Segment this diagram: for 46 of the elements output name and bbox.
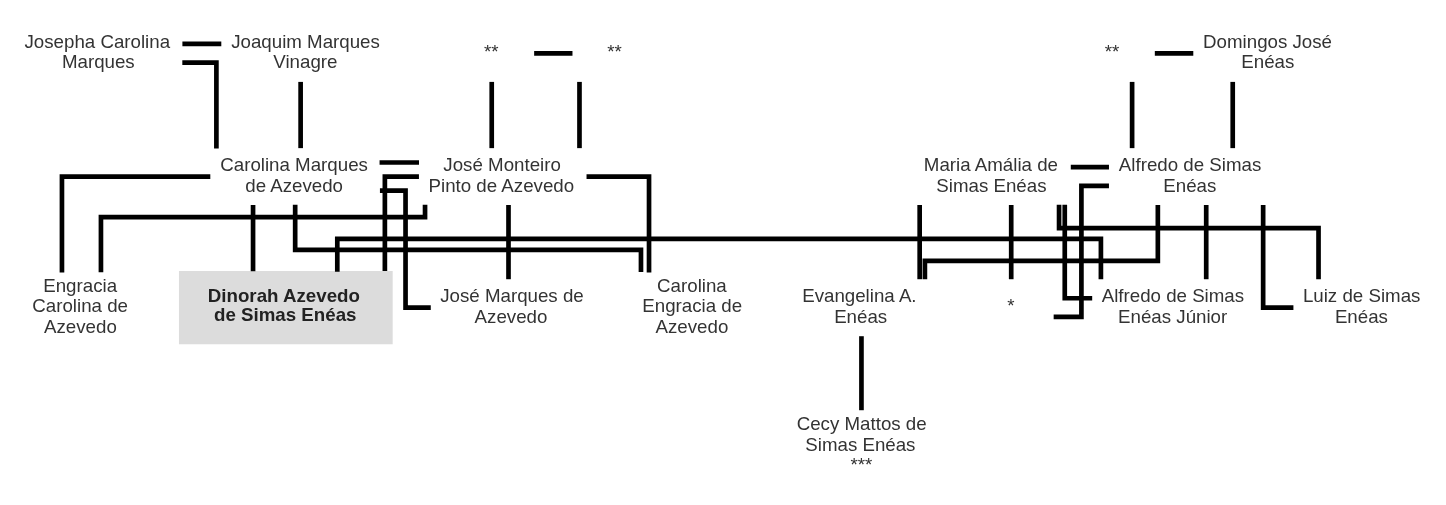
connector: [917, 204, 922, 279]
node-text: Cecy Mattos de Simas Enéas ***: [796, 412, 927, 475]
node-text: Alfredo de Simas Enéas: [1118, 153, 1262, 196]
connector: [182, 41, 222, 46]
connector: [859, 335, 864, 410]
node-text: Engracia Carolina de Azevedo: [32, 274, 128, 337]
node-text: Maria Amália de Simas Enéas: [923, 153, 1058, 196]
node-text: Evangelina A. Enéas: [802, 284, 917, 327]
connector: [1230, 81, 1236, 148]
connector: [506, 204, 511, 279]
connector: [1129, 81, 1135, 148]
connector: [379, 159, 419, 165]
connector: [489, 81, 495, 148]
connector: [250, 204, 256, 271]
node-text: Josepha Carolina Marques: [24, 30, 171, 72]
node-text: *: [1007, 294, 1015, 316]
connector: [1203, 204, 1209, 279]
connector: [98, 204, 428, 272]
node-text: José Marques de Azevedo: [440, 284, 584, 327]
node-text: Carolina Marques de Azevedo: [220, 153, 368, 196]
connector: [1062, 204, 1093, 301]
connector: [1070, 164, 1109, 170]
connector: [59, 173, 211, 272]
node-text: Carolina Engracia de Azevedo: [642, 274, 743, 337]
node-text: **: [1104, 40, 1120, 62]
node-text: Domingos José Enéas: [1203, 30, 1332, 72]
connector: [1154, 50, 1194, 56]
node-text: Luiz de Simas Enéas: [1302, 284, 1421, 327]
connector: [334, 236, 1104, 279]
connector: [292, 204, 644, 272]
connector: [534, 50, 573, 56]
connector: [1008, 204, 1014, 279]
connector: [182, 59, 219, 148]
connector: [577, 81, 582, 148]
node-text: **: [483, 40, 499, 62]
connector: [1053, 183, 1109, 319]
node-text: **: [607, 40, 622, 62]
node-box: Dinorah Azevedo de Simas Enéas: [178, 270, 393, 344]
node-text: Joaquim Marques Vinagre: [231, 30, 380, 72]
connector: [922, 204, 1161, 279]
connector: [586, 173, 652, 272]
connector: [1056, 204, 1321, 279]
connector: [298, 81, 303, 148]
connector: [382, 173, 419, 271]
node-text: Alfredo de Simas Enéas Júnior: [1101, 284, 1245, 327]
node-text: José Monteiro Pinto de Azevedo: [428, 153, 575, 196]
